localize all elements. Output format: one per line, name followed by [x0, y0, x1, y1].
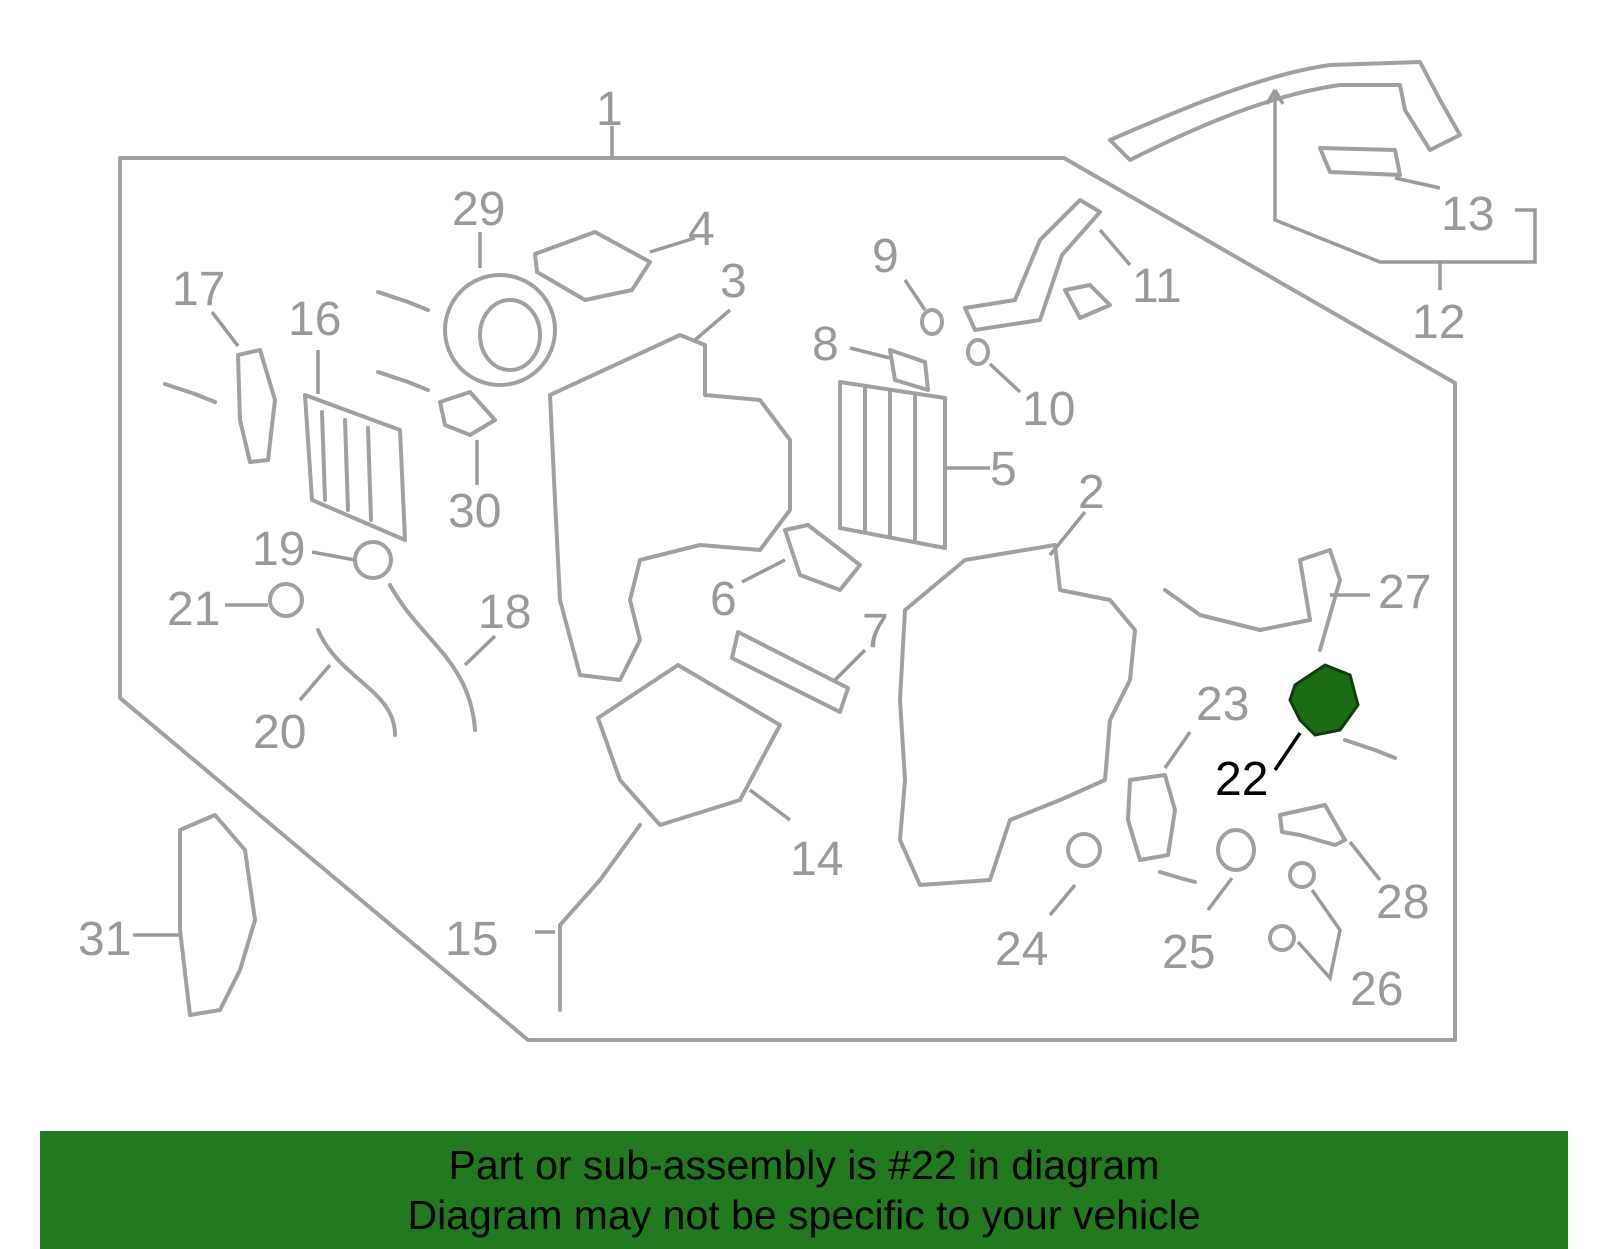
- callout-6: 6: [710, 573, 737, 626]
- callout-28: 28: [1376, 876, 1429, 929]
- clamp-19: [353, 540, 393, 580]
- door-7: [730, 630, 850, 714]
- banner-line-1: Part or sub-assembly is #22 in diagram: [448, 1142, 1160, 1188]
- blower-motor-29: [443, 232, 557, 387]
- actuator-22-highlighted: [1273, 663, 1360, 771]
- o-ring-10: [966, 338, 990, 366]
- callout-24: 24: [995, 923, 1048, 976]
- filter-cover-4: [533, 230, 652, 302]
- assembly-outline: [118, 156, 1457, 1042]
- callout-1: 1: [596, 83, 623, 136]
- callout-5: 5: [990, 443, 1017, 496]
- callout-25: 25: [1162, 926, 1215, 979]
- pipe-11: [963, 198, 1102, 332]
- hose-18: [388, 583, 477, 732]
- callout-20: 20: [253, 706, 306, 759]
- callout-4: 4: [688, 203, 715, 256]
- clip-11: [1063, 283, 1112, 320]
- callout-29: 29: [452, 183, 505, 236]
- callout-13: 13: [1441, 188, 1494, 241]
- banner-line-2: Diagram may not be specific to your vehi…: [407, 1192, 1201, 1238]
- heater-core-16: [303, 350, 407, 542]
- duct-31: [178, 813, 257, 1017]
- callout-18: 18: [478, 586, 531, 639]
- callout-30: 30: [448, 485, 501, 538]
- drain-hose-15: [558, 823, 642, 1012]
- callout-labels: 1 2 3 4 5 6 7 8 9 10 11 12 13 14 15 16 1…: [78, 83, 1494, 1016]
- callout-23: 23: [1196, 678, 1249, 731]
- callout-9: 9: [872, 230, 899, 283]
- bracket-17: [236, 348, 277, 464]
- o-ring-9: [920, 308, 944, 336]
- callout-22: 22: [1215, 753, 1268, 806]
- resistor-30: [438, 390, 497, 437]
- callout-10: 10: [1022, 383, 1075, 436]
- bolts: [163, 290, 1397, 884]
- callout-8: 8: [812, 318, 839, 371]
- info-banner: Part or sub-assembly is #22 in diagram D…: [40, 1131, 1568, 1249]
- callout-16: 16: [288, 293, 341, 346]
- callout-2: 2: [1078, 466, 1105, 519]
- case-half-2: [898, 543, 1137, 887]
- callout-19: 19: [252, 523, 305, 576]
- callout-31: 31: [78, 913, 131, 966]
- parts-diagram: 1 2 3 4 5 6 7 8 9 10 11 12 13 14 15 16 1…: [78, 60, 1537, 1042]
- callout-26: 26: [1350, 963, 1403, 1016]
- plate-26b: [1268, 924, 1296, 952]
- bushing-24: [1066, 832, 1102, 868]
- duct-assembly-12: [1108, 60, 1537, 290]
- drain-pan-14: [596, 663, 782, 827]
- callout-21: 21: [167, 583, 220, 636]
- valve-8: [888, 348, 930, 392]
- plate-26a: [1288, 861, 1316, 889]
- callout-12: 12: [1412, 296, 1465, 349]
- callout-11: 11: [1132, 260, 1182, 313]
- evaporator-5: [838, 380, 990, 550]
- callout-17: 17: [172, 263, 225, 316]
- callout-14: 14: [790, 833, 843, 886]
- case-half-3: [548, 333, 792, 682]
- callout-7: 7: [862, 605, 889, 658]
- actuator-23: [1126, 773, 1177, 862]
- hose-20: [316, 628, 397, 737]
- bracket-28: [1278, 803, 1347, 847]
- callout-15: 15: [445, 913, 498, 966]
- bracket-6: [783, 523, 862, 592]
- sensor-25: [1216, 828, 1256, 872]
- callout-27: 27: [1378, 566, 1431, 619]
- callout-3: 3: [720, 255, 747, 308]
- clamp-21: [268, 582, 304, 618]
- harness-27: [1163, 548, 1342, 652]
